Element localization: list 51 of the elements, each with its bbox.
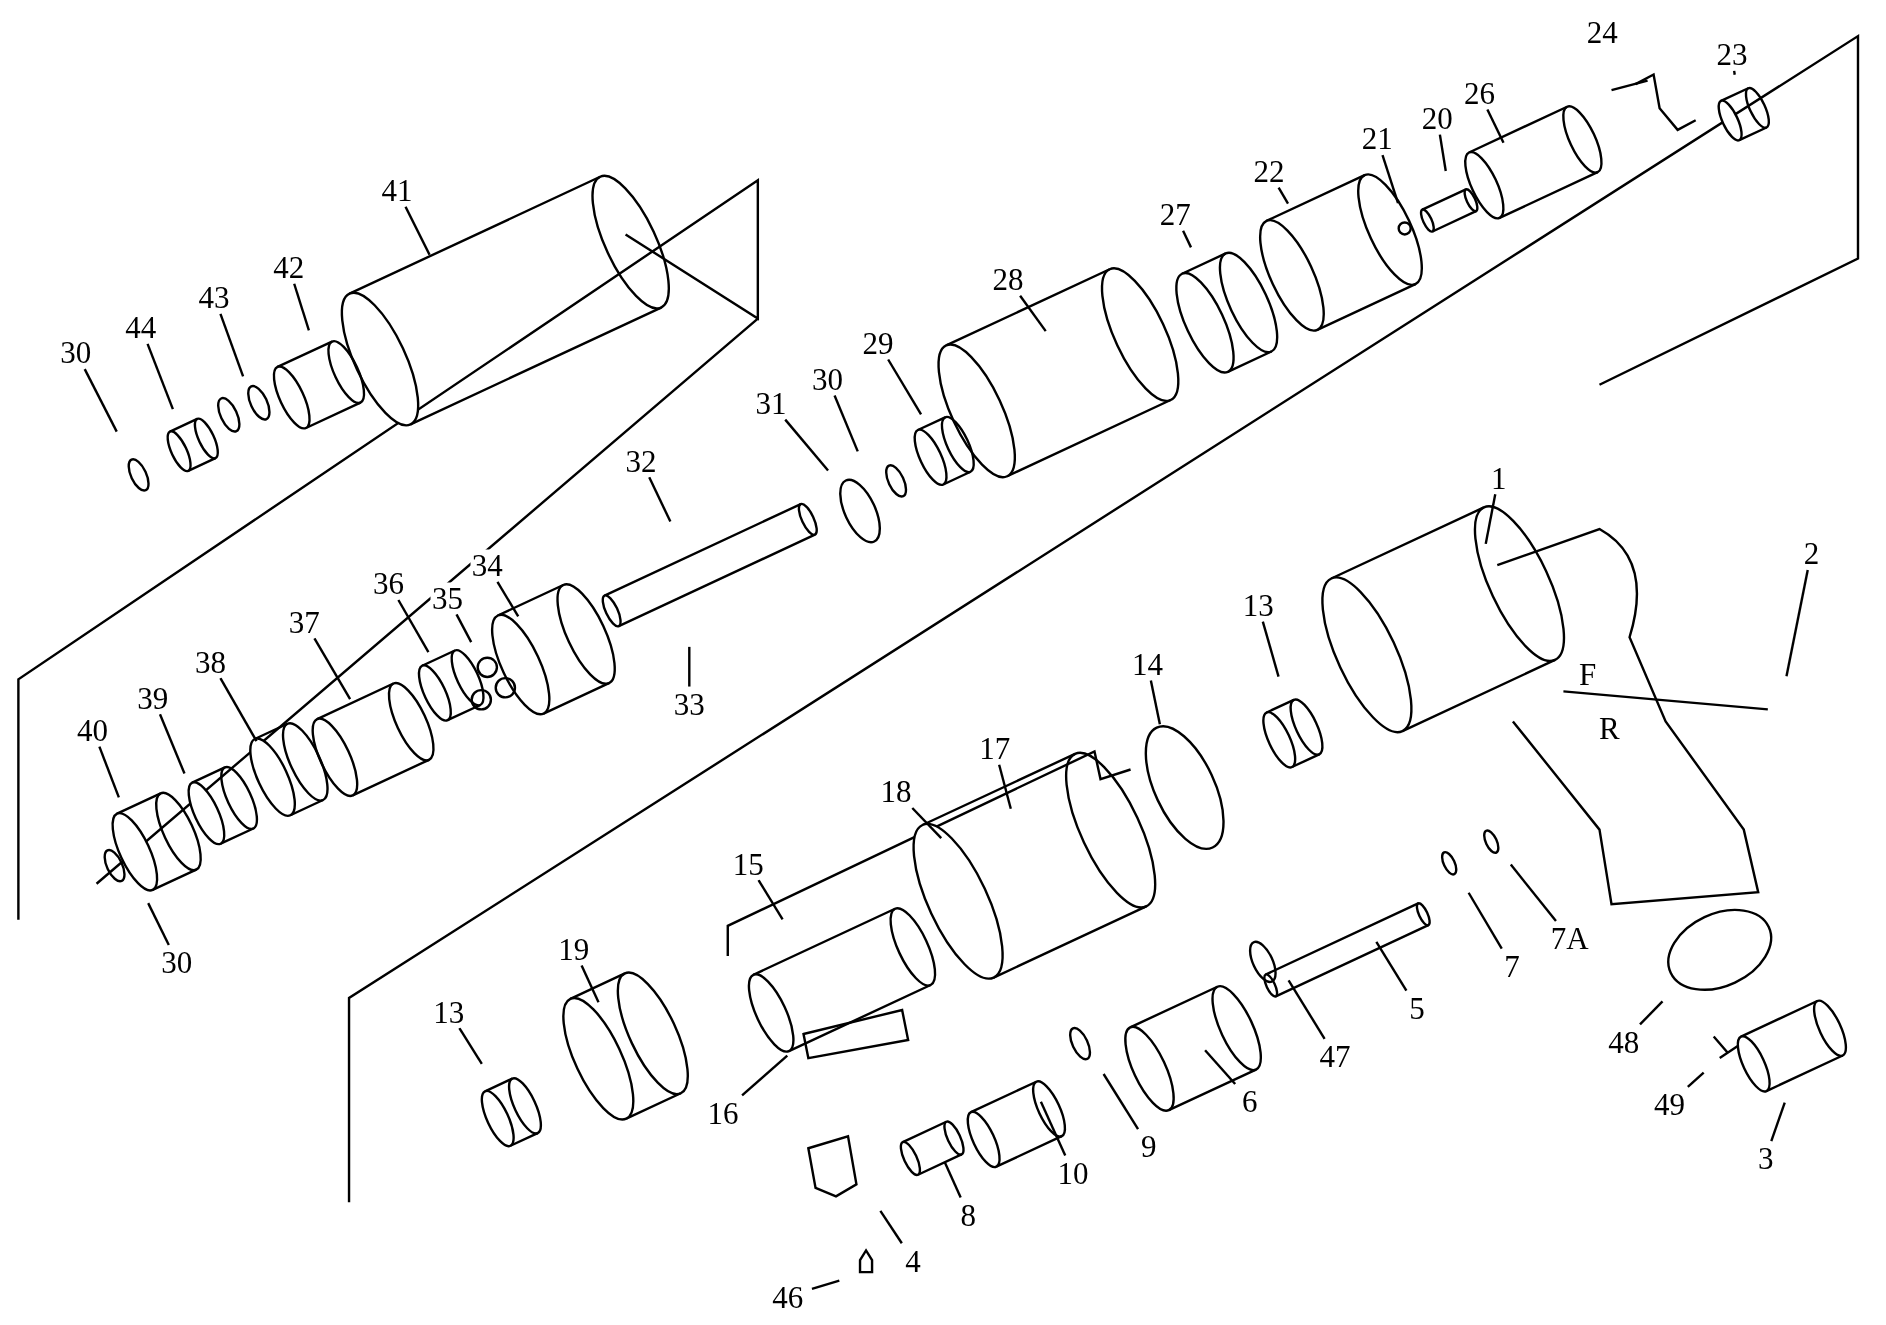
leader-line: [293, 283, 311, 331]
leader-line: [1438, 134, 1447, 172]
leader-line: [1770, 1102, 1786, 1142]
leader-line: [1149, 680, 1162, 725]
leader-line: [1204, 1049, 1237, 1085]
leader-line: [580, 965, 600, 1003]
leader-line: [879, 1210, 903, 1244]
leader-line: [811, 1279, 840, 1291]
leader-line: [1261, 621, 1280, 677]
leader-line: [1039, 1101, 1067, 1156]
leader-line: [1019, 295, 1047, 332]
leader-line: [1381, 154, 1400, 204]
leader-line: [1732, 70, 1736, 75]
leader-line: [1509, 863, 1557, 922]
leader-line: [397, 599, 430, 653]
leader-line: [757, 879, 784, 920]
leader-line: [83, 368, 118, 433]
leader-line: [146, 343, 174, 410]
leader-line: [458, 1027, 483, 1065]
leader-line: [1486, 108, 1505, 144]
leader-line: [1287, 979, 1326, 1040]
leader-line: [887, 358, 923, 415]
leader-line: [784, 418, 829, 472]
leader-line: [741, 1054, 789, 1097]
leader-line: [158, 713, 186, 774]
leader-line: [688, 646, 691, 687]
leader-line: [147, 902, 170, 946]
leader-line: [313, 637, 352, 700]
direction-letter: R: [1599, 712, 1620, 744]
leader-line: [1785, 569, 1809, 677]
leader-line: [911, 807, 943, 839]
leader-line: [1102, 1073, 1140, 1130]
leader-line: [1484, 493, 1497, 545]
callout-number: 24: [1586, 16, 1618, 48]
leader-line: [219, 313, 245, 377]
leader-line: [943, 1161, 962, 1199]
leader-line: [1375, 941, 1408, 992]
leader-line: [833, 395, 859, 452]
leader-line: [496, 581, 520, 617]
leader-line: [1639, 1000, 1664, 1026]
leader-line: [1687, 1071, 1705, 1088]
leader-line: [1467, 892, 1503, 950]
leader-line: [648, 476, 672, 523]
leader-line: [455, 613, 473, 643]
leader-line: [98, 746, 120, 798]
direction-letter: F: [1579, 658, 1597, 690]
leader-line: [219, 677, 258, 742]
leader-line: [1277, 186, 1290, 205]
leader-line: [404, 206, 431, 256]
leader-line: [998, 764, 1012, 809]
leader-line: [1182, 230, 1193, 248]
